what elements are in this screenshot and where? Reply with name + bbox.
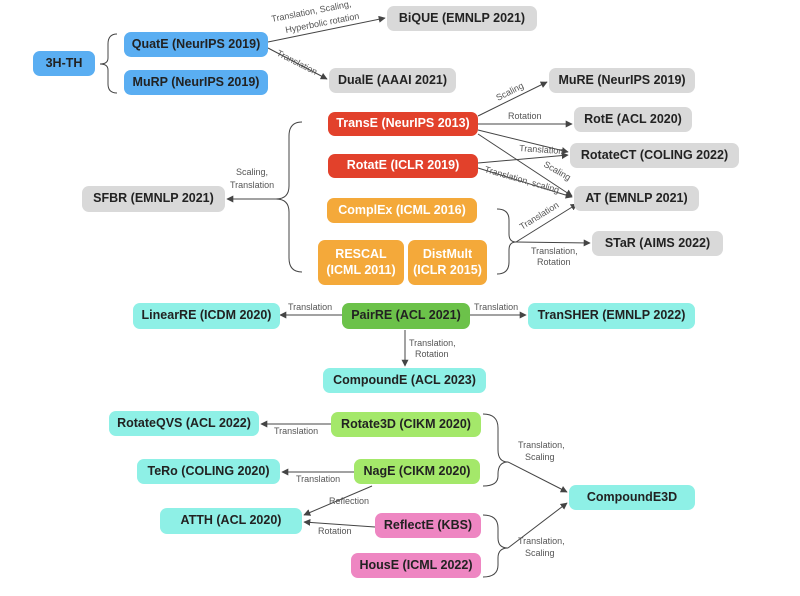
edge-label-at-group: Translation xyxy=(518,200,561,232)
edge-quate-bique xyxy=(267,15,386,43)
edge-c3d-bottom xyxy=(507,502,568,549)
node-rotate3d: Rotate3D (CIKM 2020) xyxy=(331,412,481,437)
node-bique: BiQUE (EMNLP 2021) xyxy=(387,6,537,31)
edge-label-c3d-top-line1: Translation, xyxy=(518,440,565,450)
node-reflecte: ReflectE (KBS) xyxy=(375,513,481,538)
edge-label-rote: Rotation xyxy=(508,111,542,121)
node-paire: PairRE (ACL 2021) xyxy=(342,303,470,329)
edge-label-star-line1: Translation, xyxy=(531,246,578,256)
node-rote: RotE (ACL 2020) xyxy=(574,107,692,132)
edge-group-at xyxy=(515,203,578,243)
brace-at-star-group xyxy=(496,208,517,275)
edge-nage-atth xyxy=(303,485,373,516)
node-distmult: DistMult (ICLR 2015) xyxy=(408,240,487,285)
node-tero: TeRo (COLING 2020) xyxy=(137,459,280,484)
node-distmult-name: DistMult xyxy=(422,246,473,261)
edge-label-c3d-bottom-line1: Translation, xyxy=(518,536,565,546)
edge-label-compounde-line2: Rotation xyxy=(415,349,449,359)
node-star: STaR (AIMS 2022) xyxy=(592,231,723,256)
node-rotateqvs: RotateQVS (ACL 2022) xyxy=(109,411,259,436)
edge-label-atth-reflection: Reflection xyxy=(329,496,369,506)
edge-transe-rotatect xyxy=(477,129,569,154)
brace-c3d-bottom xyxy=(482,514,509,578)
node-complex: ComplEx (ICML 2016) xyxy=(327,198,477,223)
node-linearre: LinearRE (ICDM 2020) xyxy=(133,303,280,329)
node-transher: TranSHER (EMNLP 2022) xyxy=(528,303,695,329)
node-rotatect: RotateCT (COLING 2022) xyxy=(570,143,739,168)
node-compounde3d: CompoundE3D xyxy=(569,485,695,510)
edge-label-c3d-bottom-line2: Scaling xyxy=(525,548,555,558)
node-mure: MuRE (NeurIPS 2019) xyxy=(549,68,695,93)
node-house: HousE (ICML 2022) xyxy=(351,553,481,578)
edge-group-star xyxy=(515,239,591,247)
node-compounde: CompoundE (ACL 2023) xyxy=(323,368,486,393)
node-quate: QuatE (NeurIPS 2019) xyxy=(124,32,268,57)
edge-label-star-line2: Rotation xyxy=(537,257,571,267)
edge-label-transher: Translation xyxy=(474,302,518,312)
node-3h-th: 3H-TH xyxy=(33,51,95,76)
edge-c3d-top xyxy=(507,461,568,493)
edge-label-compounde-line1: Translation, xyxy=(409,338,456,348)
edge-transe-at xyxy=(477,133,573,197)
edge-rotate-rotatect xyxy=(477,152,569,164)
edge-label-sfbr-line2: Translation xyxy=(230,180,274,190)
edge-label-atth-rotation: Rotation xyxy=(318,526,352,536)
node-transe: TransE (NeurIPS 2013) xyxy=(328,112,478,136)
brace-3hth-group xyxy=(99,33,118,94)
edge-reflecte-atth xyxy=(303,518,376,528)
edge-rotate-at xyxy=(477,167,573,199)
brace-c3d-top xyxy=(482,413,509,487)
edge-transe-mure xyxy=(477,81,548,117)
edge-label-c3d-top-line2: Scaling xyxy=(525,452,555,462)
edge-label-linearre: Translation xyxy=(288,302,332,312)
edge-label-rotateqvs: Translation xyxy=(274,426,318,436)
node-sfbr: SFBR (EMNLP 2021) xyxy=(82,186,225,212)
edge-label-sfbr-line1: Scaling, xyxy=(236,167,268,177)
node-rescal-venue: (ICML 2011) xyxy=(326,262,396,277)
brace-sfbr-group xyxy=(275,121,303,273)
node-at: AT (EMNLP 2021) xyxy=(574,186,699,211)
edge-label-tero: Translation xyxy=(296,474,340,484)
node-rotate: RotatE (ICLR 2019) xyxy=(328,154,478,178)
edge-label-mure: Scaling xyxy=(494,80,525,102)
edge-quate-duale xyxy=(267,47,328,80)
node-murp: MuRP (NeurIPS 2019) xyxy=(124,70,268,95)
node-rescal-name: RESCAL xyxy=(335,246,387,261)
node-atth: ATTH (ACL 2020) xyxy=(160,508,302,534)
node-nage: NagE (CIKM 2020) xyxy=(354,459,480,484)
node-duale: DualE (AAAI 2021) xyxy=(329,68,456,93)
node-distmult-venue: (ICLR 2015) xyxy=(413,262,482,277)
edge-label-rotatect-translation: Translation xyxy=(519,143,564,156)
node-rescal: RESCAL (ICML 2011) xyxy=(318,240,404,285)
edge-label-duale: Translation xyxy=(275,48,319,77)
